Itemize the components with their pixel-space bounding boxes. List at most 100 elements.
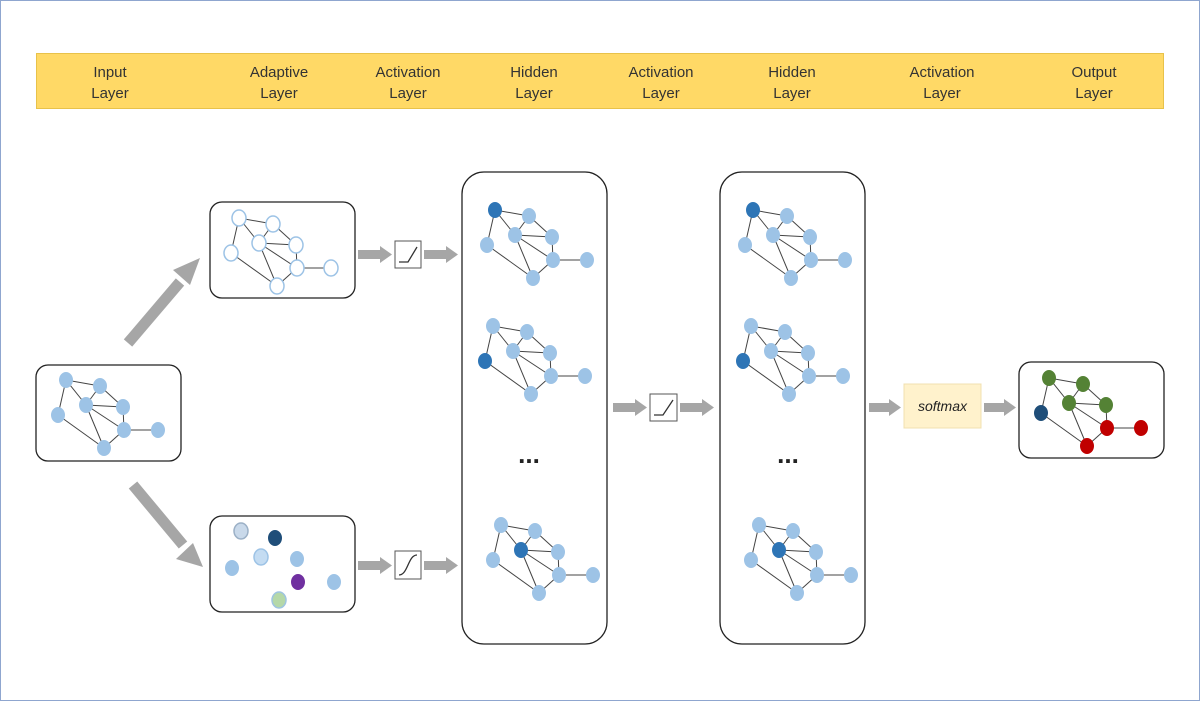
hidden-1-graph-a	[480, 202, 594, 286]
graph-node	[93, 378, 107, 394]
graph-node	[844, 567, 858, 583]
graph-node	[79, 397, 93, 413]
graph-edge	[744, 244, 792, 279]
graph-node	[809, 544, 823, 560]
graph-node	[522, 208, 536, 224]
graph-node	[480, 237, 494, 253]
softmax-label: softmax	[918, 398, 968, 414]
graph-node	[544, 368, 558, 384]
graph-edge	[492, 559, 540, 594]
graph-node	[117, 422, 131, 438]
graph-node	[1100, 420, 1114, 436]
output-graph	[1034, 370, 1148, 454]
graph-node	[838, 252, 852, 268]
graph-node	[764, 343, 778, 359]
hidden-2-graph-a	[738, 202, 852, 286]
graph-edge	[514, 234, 554, 261]
hidden-layer-1-ellipsis: ...	[518, 439, 540, 469]
sigmoid-activation-icon	[394, 550, 422, 580]
graph-node	[790, 585, 804, 601]
adaptive-graph-box-top	[209, 201, 356, 299]
graph-node	[782, 386, 796, 402]
split-arrow-down	[128, 481, 203, 567]
arrow-softmax-to-output	[984, 399, 1016, 416]
graph-node	[744, 552, 758, 568]
graph-node	[551, 544, 565, 560]
graph-edge	[57, 414, 105, 449]
relu-activation-icon	[394, 240, 422, 269]
softmax-box: softmax	[903, 383, 982, 429]
graph-edge	[1068, 402, 1108, 429]
graph-node	[804, 252, 818, 268]
graph-edge	[486, 244, 534, 279]
graph-node	[231, 209, 247, 227]
graph-node	[1076, 376, 1090, 392]
graph-node	[736, 353, 750, 369]
graph-node	[1134, 420, 1148, 436]
hidden-2-graph-c	[744, 517, 858, 601]
graph-node	[801, 345, 815, 361]
graph-node	[323, 259, 339, 277]
relu-activation-icon-middle	[649, 393, 678, 422]
graph-node	[546, 252, 560, 268]
graph-node	[746, 202, 760, 218]
graph-edge	[750, 559, 798, 594]
graph-edge	[230, 252, 278, 287]
hidden-1-graph-c	[486, 517, 600, 601]
graph-node	[526, 270, 540, 286]
graph-node	[486, 552, 500, 568]
graph-node	[251, 234, 267, 252]
graph-node	[786, 523, 800, 539]
graph-node	[778, 324, 792, 340]
graph-node	[836, 368, 850, 384]
graph-edge	[1040, 412, 1088, 447]
graph-node	[744, 318, 758, 334]
arrow-activation-to-hidden2	[680, 399, 714, 416]
adaptive-graph-top	[223, 209, 339, 295]
hidden-1-graph-b	[478, 318, 592, 402]
arrow-adaptive-to-activation-bottom	[358, 557, 392, 574]
arrow-adaptive-to-activation-top	[358, 246, 392, 263]
graph-node	[486, 318, 500, 334]
hidden-2-graph-b	[736, 318, 850, 402]
graph-node	[752, 517, 766, 533]
graph-node	[514, 542, 528, 558]
graph-node	[1042, 370, 1056, 386]
isolated-node	[290, 551, 304, 567]
adaptive-graph-bottom	[225, 522, 341, 609]
isolated-node	[233, 522, 249, 540]
graph-node	[545, 229, 559, 245]
graph-node	[97, 440, 111, 456]
graph-node	[772, 542, 786, 558]
graph-node	[580, 252, 594, 268]
isolated-node	[271, 591, 287, 609]
graph-node	[803, 229, 817, 245]
graph-node	[508, 227, 522, 243]
graph-node	[51, 407, 65, 423]
graph-edge	[484, 360, 532, 395]
graph-node	[488, 202, 502, 218]
graph-node	[1099, 397, 1113, 413]
graph-node	[810, 567, 824, 583]
isolated-node	[291, 574, 305, 590]
graph-node	[784, 270, 798, 286]
isolated-node	[225, 560, 239, 576]
isolated-node	[253, 548, 269, 566]
graph-edge	[742, 360, 790, 395]
arrow-activation-to-hidden-top	[424, 246, 458, 263]
graph-node	[802, 368, 816, 384]
input-graph	[51, 372, 165, 456]
graph-node	[494, 517, 508, 533]
graph-node	[780, 208, 794, 224]
graph-node	[524, 386, 538, 402]
graph-node	[59, 372, 73, 388]
graph-edge	[778, 549, 818, 576]
graph-node	[738, 237, 752, 253]
isolated-node	[327, 574, 341, 590]
arrow-hidden2-to-softmax	[869, 399, 901, 416]
